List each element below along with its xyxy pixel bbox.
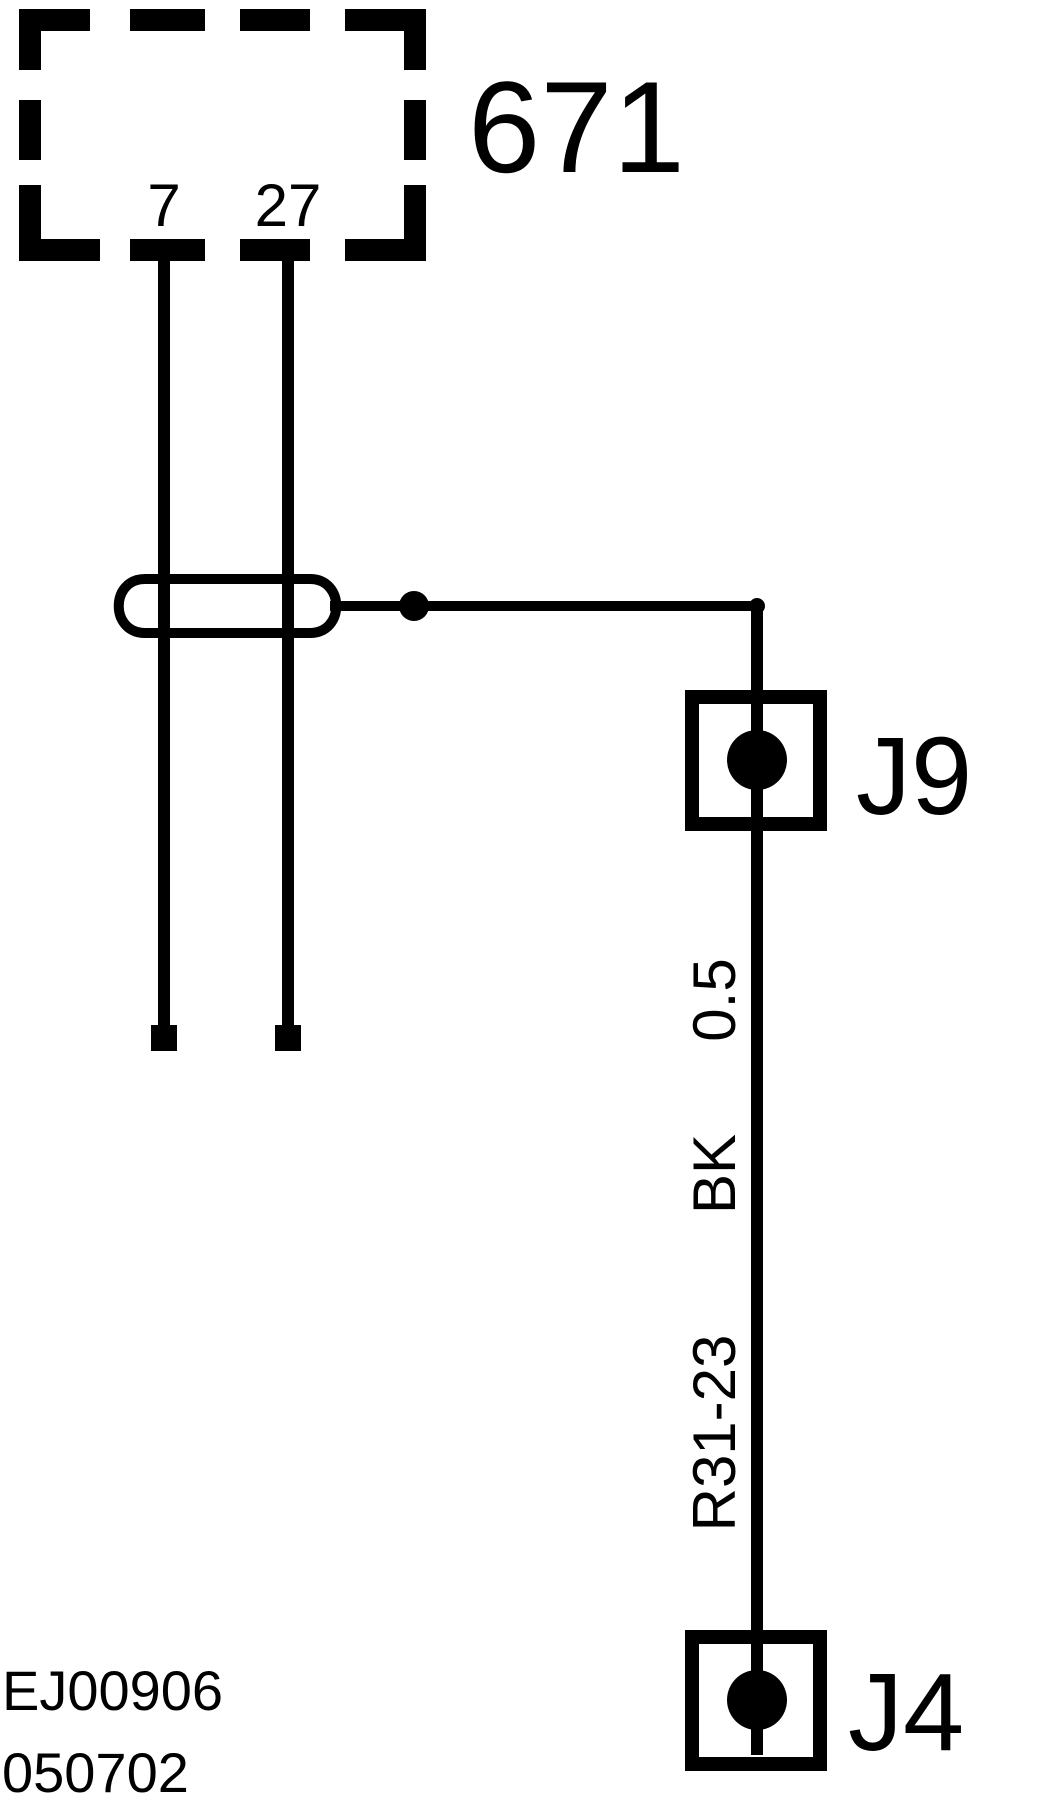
wire-end-terminal-27	[275, 1025, 301, 1051]
drain-wire	[330, 591, 765, 1755]
pin-label-27: 27	[255, 172, 322, 239]
pin-label-7: 7	[147, 172, 180, 239]
bend-dot	[749, 598, 765, 614]
splice-dot	[399, 591, 429, 621]
connector-j4	[685, 1630, 827, 1771]
connector-j9	[685, 690, 827, 831]
footer-code-2: 050702	[2, 1741, 189, 1804]
wire-pin-7	[151, 250, 177, 1051]
connector-j4-pin	[727, 1670, 787, 1730]
wire-end-terminal-7	[151, 1025, 177, 1051]
component-id: 671	[468, 54, 685, 200]
wire-gauge: 0.5	[681, 958, 748, 1041]
connector-j9-pin	[727, 730, 787, 790]
connector-j4-label: J4	[848, 1651, 964, 1774]
wire-color: BK	[681, 1134, 748, 1214]
footer-code-1: EJ00906	[2, 1659, 223, 1722]
component-box	[19, 9, 426, 261]
wire-circuit: R31-23	[681, 1335, 748, 1532]
wire-pin-27	[275, 250, 301, 1051]
wire-annotation: 0.5 BK R31-23	[681, 958, 748, 1531]
shield-symbol	[113, 574, 342, 638]
connector-j9-label: J9	[856, 715, 972, 838]
